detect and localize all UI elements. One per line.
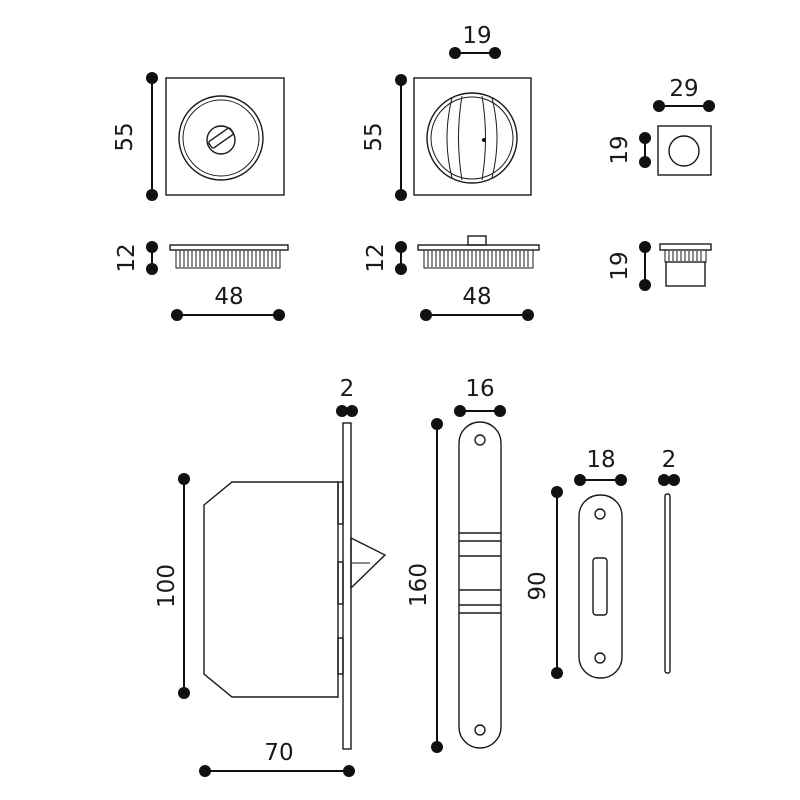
label-faceplate-height: 160	[406, 563, 432, 607]
label-rose-pull-slot: 19	[462, 23, 491, 49]
dim-rose-wc-depth: 12	[114, 241, 158, 275]
dim-faceplate-height: 160	[406, 418, 443, 753]
dim-lock-plate-thickness: 2	[336, 376, 358, 417]
rose-wc-side-view	[169, 244, 289, 269]
dim-strike-thickness: 2	[658, 447, 680, 486]
rose-pull-side-view	[417, 235, 540, 269]
label-rose-wc-height: 55	[112, 122, 138, 151]
dim-strike-height: 90	[525, 486, 563, 679]
rose-pull-front-view	[413, 77, 532, 196]
dim-rose-wc-width: 48	[171, 284, 285, 321]
strike-plate-front-view	[578, 494, 623, 679]
label-strike-height: 90	[525, 571, 551, 600]
label-rose-wc-width: 48	[214, 284, 243, 310]
dim-rose-pull-height: 55	[361, 74, 407, 201]
label-lock-body-height: 100	[154, 564, 180, 608]
label-strike-width: 18	[586, 447, 615, 473]
dim-rose-pull-depth: 12	[363, 241, 407, 275]
label-small-pull-height: 19	[607, 135, 633, 164]
label-lock-plate-thickness: 2	[340, 376, 355, 402]
rose-wc-front-view	[165, 77, 285, 196]
dim-small-pull-width: 29	[653, 76, 715, 112]
label-faceplate-width: 16	[465, 376, 494, 402]
label-strike-thickness: 2	[662, 447, 677, 473]
dim-lock-body-height: 100	[154, 473, 190, 699]
dim-rose-pull-width: 48	[420, 284, 534, 321]
faceplate-front-view	[458, 421, 502, 749]
dim-strike-width: 18	[574, 447, 627, 486]
label-rose-pull-height: 55	[361, 122, 387, 151]
small-pull-front-view	[657, 125, 712, 176]
dim-rose-pull-slot: 19	[449, 23, 501, 59]
label-small-pull-depth: 19	[607, 251, 633, 280]
label-lock-body-width: 70	[264, 740, 293, 766]
strike-plate-side-view	[664, 493, 671, 674]
dim-faceplate-width: 16	[454, 376, 506, 417]
label-rose-pull-width: 48	[462, 284, 491, 310]
dim-small-pull-height: 19	[607, 132, 651, 168]
dim-small-pull-depth: 19	[607, 241, 651, 291]
small-pull-side-view	[659, 243, 712, 287]
label-rose-pull-depth: 12	[363, 243, 389, 272]
label-small-pull-width: 29	[669, 76, 698, 102]
dim-rose-wc-height: 55	[112, 72, 158, 201]
dim-lock-body-width: 70	[199, 740, 355, 777]
lock-body-side-view	[203, 422, 387, 750]
label-rose-wc-depth: 12	[114, 243, 140, 272]
